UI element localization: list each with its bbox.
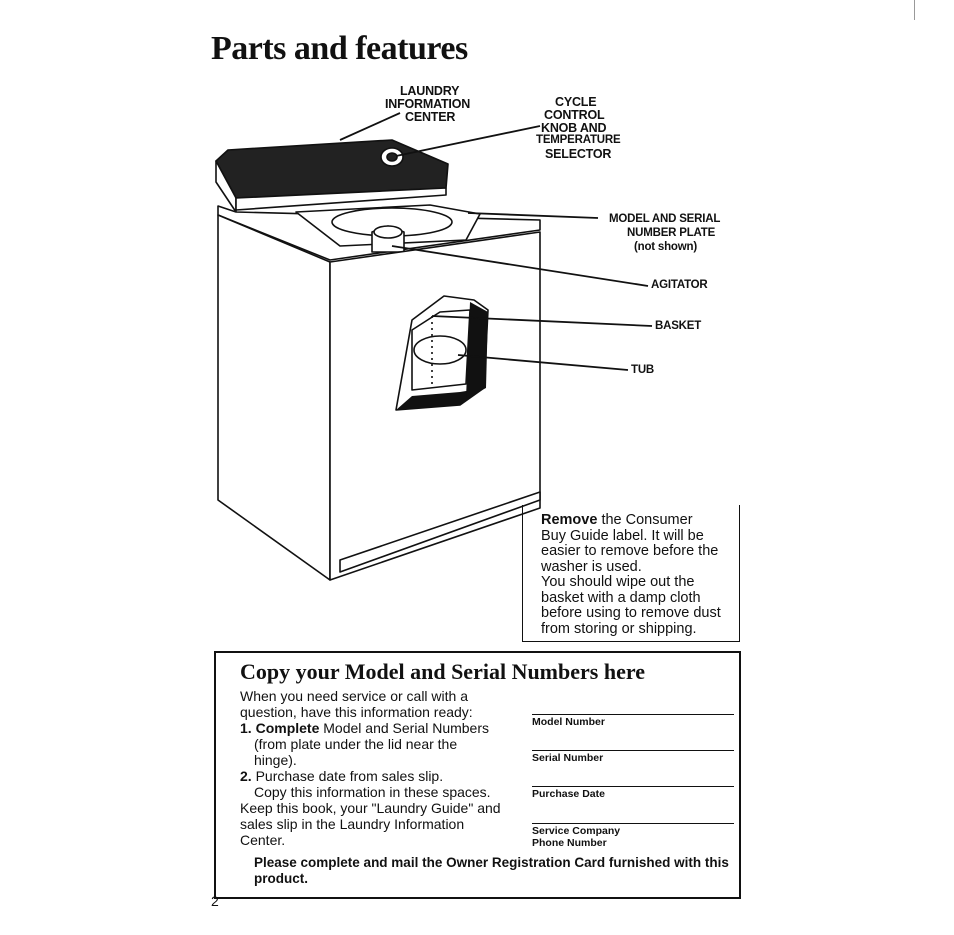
- cycle-label-1: CYCLE: [555, 95, 597, 109]
- copy-numbers-box: Copy your Model and Serial Numbers here …: [214, 651, 741, 899]
- service-company-field[interactable]: Service Company Phone Number: [532, 823, 734, 849]
- copy-section-title: Copy your Model and Serial Numbers here: [240, 659, 645, 684]
- remove-line-4: washer is used.: [541, 558, 642, 575]
- remove-line-8: from storing or shipping.: [541, 620, 697, 637]
- cycle-label-5: SELECTOR: [545, 147, 612, 161]
- agitator-label: AGITATOR: [651, 279, 708, 291]
- laundry-info-label-3: CENTER: [405, 110, 456, 124]
- step-1-line-2: (from plate under the lid near the: [254, 736, 458, 752]
- console-edge: [235, 187, 447, 211]
- knob-center: [386, 152, 398, 162]
- step-1: 1. Complete Model and Serial Numbers: [240, 720, 490, 736]
- leader-basket: [431, 315, 653, 327]
- remove-line-7: before using to remove dust: [541, 605, 721, 621]
- page-title: Parts and features: [211, 30, 468, 67]
- cycle-label-3: KNOB AND: [541, 121, 607, 135]
- cycle-label-4: TEMPERATURE: [536, 134, 621, 146]
- intro-line-1: When you need service or call with a: [240, 688, 468, 704]
- page-corner-mark: [914, 0, 915, 20]
- remove-line-2: Buy Guide label. It will be: [541, 527, 704, 544]
- cabinet-left: [217, 214, 331, 581]
- remove-line-6: basket with a damp cloth: [541, 589, 701, 606]
- intro-line-2: question, have this information ready:: [240, 704, 473, 720]
- copy-line-2: Keep this book, your "Laundry Guide" and: [240, 800, 501, 816]
- copy-line-3: sales slip in the Laundry Information: [240, 816, 465, 832]
- plate-label-1: MODEL AND SERIAL: [609, 213, 721, 225]
- purchase-date-field[interactable]: Purchase Date: [532, 786, 734, 800]
- page-number: 2: [211, 893, 219, 909]
- laundry-info-label-2: INFORMATION: [385, 97, 471, 111]
- remove-line-1: Remove the Consumer: [541, 512, 693, 528]
- cutaway-shadow: [396, 388, 484, 410]
- remove-note-box: Remove the Consumer Buy Guide label. It …: [522, 505, 740, 642]
- leader-laundry-info: [339, 112, 401, 141]
- cycle-label-2: CONTROL: [544, 108, 605, 122]
- plate-label-3: (not shown): [634, 241, 697, 253]
- registration-note: Please complete and mail the Owner Regis…: [254, 855, 729, 886]
- model-number-field[interactable]: Model Number: [532, 714, 734, 728]
- copy-instructions: When you need service or call with a que…: [240, 688, 516, 848]
- remove-line-5: You should wipe out the: [541, 574, 695, 590]
- leader-model-plate: [467, 212, 599, 219]
- step-1-line-3: hinge).: [254, 752, 297, 768]
- plate-label-2: NUMBER PLATE: [627, 227, 716, 239]
- toe-kick: [339, 491, 541, 573]
- basket-label: BASKET: [655, 320, 702, 332]
- leader-tub: [457, 354, 629, 371]
- copy-line-4: Center.: [240, 832, 286, 848]
- leader-cycle-knob: [395, 125, 541, 157]
- laundry-info-label: LAUNDRY: [400, 84, 460, 98]
- remove-line-3: easier to remove before the: [541, 543, 719, 559]
- copy-line-1: Copy this information in these spaces.: [254, 784, 491, 800]
- leader-agitator: [391, 245, 649, 287]
- serial-number-field[interactable]: Serial Number: [532, 750, 734, 764]
- tub-label: TUB: [631, 364, 655, 376]
- step-2: 2. Purchase date from sales slip.: [240, 768, 444, 784]
